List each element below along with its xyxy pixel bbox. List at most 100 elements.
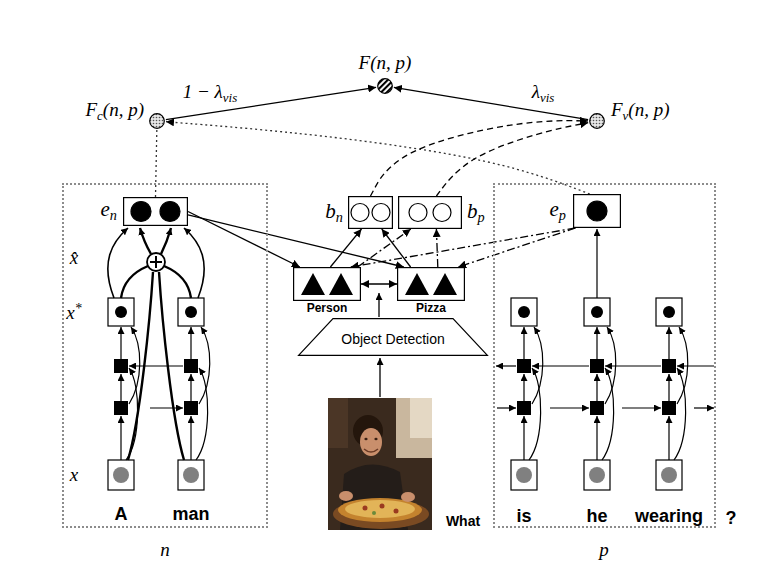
vector-unit — [433, 204, 451, 222]
lstm-arrow — [596, 374, 597, 401]
edge-label: λvis — [530, 81, 557, 106]
lstm-box — [584, 460, 610, 490]
text-part: c — [97, 108, 103, 123]
text-part: e — [101, 197, 110, 221]
word-output — [185, 306, 197, 318]
text-holder: bn — [325, 199, 343, 226]
photo — [345, 500, 415, 518]
text-part: x — [66, 302, 74, 323]
lstm-unit — [590, 401, 604, 415]
connector — [351, 228, 576, 267]
vector-unit — [409, 204, 427, 222]
node-outline — [299, 319, 488, 356]
lstm-arrow — [529, 368, 541, 460]
text-part: (n, p) — [628, 99, 669, 120]
feature-unit — [301, 273, 325, 295]
lstm-unit — [114, 401, 128, 415]
text-part: λ — [532, 81, 540, 102]
question-region: pep — [493, 183, 716, 528]
lstm-arrow — [190, 374, 191, 401]
node-label: Pizza — [416, 302, 446, 316]
lstm-box — [584, 298, 610, 326]
photo — [360, 428, 382, 456]
lstm-arrow — [150, 407, 183, 408]
word-output — [663, 306, 675, 318]
photo — [328, 398, 432, 530]
text-holder: 1 − λvis — [181, 81, 239, 106]
symbol-label: x* — [66, 301, 81, 324]
text-part: n — [110, 207, 117, 223]
node-outline — [377, 78, 393, 94]
feature-unit — [405, 273, 429, 295]
connector — [436, 123, 588, 196]
pooling — [121, 266, 148, 298]
lstm-arrow — [199, 327, 210, 404]
node-label: Person — [307, 302, 348, 316]
embedding-box: ep — [573, 194, 621, 228]
symbol-label: x̂ — [70, 247, 78, 269]
text-part: b — [467, 199, 478, 223]
lstm-arrow — [190, 327, 191, 359]
word-output — [591, 306, 603, 318]
vector-unit — [351, 204, 369, 222]
object-box: Person — [293, 267, 361, 301]
node-label: Object Detection — [341, 331, 445, 347]
word-label: is — [516, 506, 531, 527]
lstm-arrow — [190, 416, 191, 460]
lstm-box — [511, 298, 537, 326]
photo — [333, 499, 429, 529]
feature-unit — [433, 273, 457, 295]
node-outline — [124, 198, 188, 226]
photo — [401, 492, 415, 502]
text-part: e — [550, 197, 559, 221]
box-vector: bn — [348, 196, 393, 229]
lstm-arrow — [496, 365, 516, 366]
pooling — [140, 228, 151, 254]
word-label: man — [172, 504, 209, 525]
node-outline — [398, 268, 465, 301]
text-holder: x̂ — [70, 247, 78, 269]
pooling — [147, 253, 165, 271]
lstm-arrow — [596, 229, 597, 298]
feature-unit — [329, 273, 353, 295]
word-output — [115, 306, 127, 318]
word-label: A — [115, 504, 128, 525]
photo — [396, 398, 432, 458]
lstm-arrow — [596, 327, 597, 359]
lstm-arrow — [694, 407, 714, 408]
node-outline — [397, 267, 465, 301]
node-label: bp — [467, 199, 485, 226]
pooling — [128, 272, 153, 460]
lstm-arrow — [120, 416, 121, 460]
lstm-unit — [114, 359, 128, 373]
text-holder: man — [172, 504, 209, 525]
text-holder: Pizza — [416, 302, 446, 316]
text-holder: ? — [726, 508, 737, 529]
node-label: p — [599, 539, 609, 561]
box-vector: bp — [398, 196, 462, 229]
lstm-box — [178, 460, 204, 490]
node-outline — [399, 197, 462, 229]
word-input — [516, 467, 532, 483]
node-outline — [123, 197, 188, 226]
vector-unit — [131, 202, 151, 222]
lstm-unit — [517, 359, 531, 373]
fusion-node: Fv(n, p) — [589, 113, 605, 129]
connector — [436, 229, 437, 267]
photo — [394, 509, 399, 514]
connector — [156, 130, 157, 197]
node-label: ep — [550, 197, 566, 224]
text-holder: What — [446, 513, 480, 529]
pooling — [184, 228, 204, 298]
photo — [339, 491, 353, 501]
lstm-box — [108, 298, 134, 326]
flow-arrow — [379, 358, 380, 397]
vector-unit — [160, 202, 180, 222]
text-part: * — [75, 301, 82, 316]
text-holder: he — [586, 506, 607, 527]
node-label: en — [101, 197, 117, 224]
text-part: p — [478, 209, 485, 225]
connector — [458, 228, 575, 267]
